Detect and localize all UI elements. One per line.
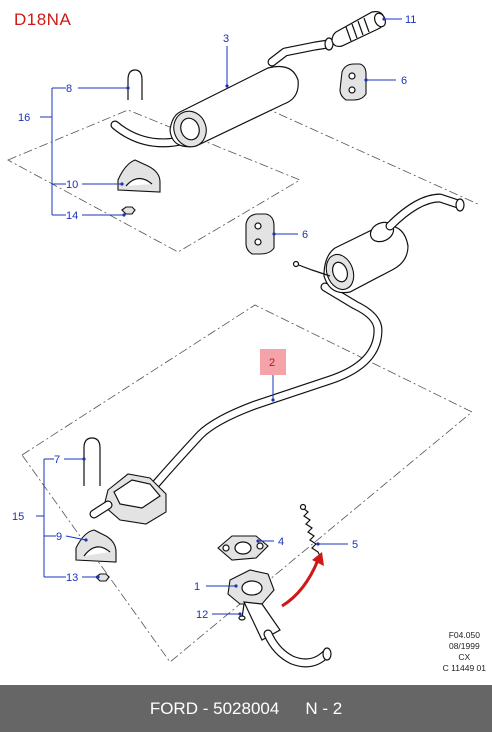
callout-1: 1 xyxy=(194,581,200,593)
reference-date: 08/1999 xyxy=(448,641,480,651)
callout-11: 11 xyxy=(405,14,416,26)
callout-7: 7 xyxy=(54,454,60,466)
tail-pipe-part-11[interactable] xyxy=(331,11,387,48)
footer-bar: FORD - 5028004 N - 2 xyxy=(0,685,492,732)
callout-8: 8 xyxy=(66,83,72,95)
callout-9: 9 xyxy=(56,531,62,543)
stud-part-12[interactable] xyxy=(238,603,246,621)
callout-16: 16 xyxy=(18,112,30,124)
highlight-part-2 xyxy=(260,349,286,375)
footer-separator: - xyxy=(202,698,209,718)
front-pipe-part-1[interactable] xyxy=(227,569,332,668)
exhaust-clamp-part-9[interactable] xyxy=(75,529,117,563)
drawing-reference-block: F04.050 08/1999 CX C 11449 01 xyxy=(443,630,486,674)
mounting-bracket-part-8[interactable] xyxy=(127,69,143,100)
rear-frame-edge xyxy=(247,99,481,206)
callout-15: 15 xyxy=(12,511,24,523)
front-silencer-box[interactable] xyxy=(89,473,167,525)
engine-code-label: D18NA xyxy=(14,10,72,29)
callout-4: 4 xyxy=(278,536,284,548)
rubber-mount-part-6-lower[interactable] xyxy=(245,213,331,277)
callout-14: 14 xyxy=(66,210,78,222)
u-bolt-part-7[interactable] xyxy=(83,437,101,486)
centre-pipe-part-2[interactable] xyxy=(150,193,465,490)
spring-part-5[interactable] xyxy=(299,503,321,557)
exhaust-system-diagram: 1 2 3 4 5 6 6 7 8 9 10 11 12 13 xyxy=(7,11,481,668)
rear-silencer-part-3[interactable] xyxy=(110,37,334,151)
exhaust-clamp-part-10[interactable] xyxy=(117,159,161,193)
reference-series: CX xyxy=(458,652,471,662)
callout-10: 10 xyxy=(66,179,78,191)
rubber-mount-part-6-upper[interactable] xyxy=(339,63,367,101)
nut-part-13[interactable] xyxy=(95,573,110,582)
nut-part-14[interactable] xyxy=(121,206,136,215)
callout-2: 2 xyxy=(269,357,275,369)
callout-3: 3 xyxy=(223,33,229,45)
footer-part-number: 5028004 xyxy=(213,698,280,718)
upper-assembly-frame xyxy=(7,109,301,253)
callout-6-lower: 6 xyxy=(302,229,308,241)
flange-gasket-part-4[interactable] xyxy=(217,535,269,561)
installation-direction-arrow xyxy=(281,552,324,608)
callout-6-upper: 6 xyxy=(401,75,407,87)
reference-drawing-number: C 11449 01 xyxy=(442,663,486,673)
footer-brand: FORD xyxy=(149,698,198,718)
callout-12: 12 xyxy=(196,609,208,621)
reference-code: F04.050 xyxy=(448,630,480,640)
callout-13: 13 xyxy=(66,572,78,584)
callout-5: 5 xyxy=(352,539,358,551)
footer-page: N - 2 xyxy=(305,698,343,718)
